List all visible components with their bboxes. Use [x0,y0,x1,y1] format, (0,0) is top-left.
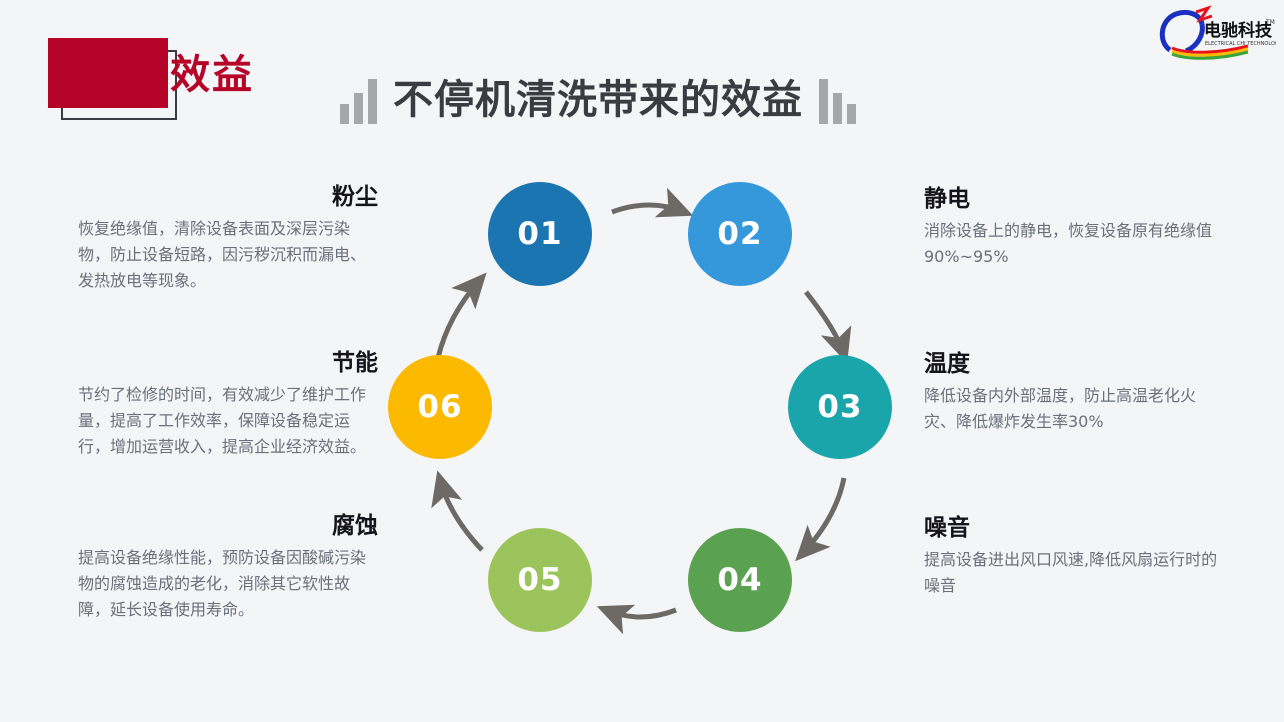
benefit-body-corrosion: 提高设备绝缘性能，预防设备因酸碱污染物的腐蚀造成的老化，消除其它软性故障，延长设… [78,548,367,619]
kicker-red-square [48,38,168,108]
benefit-block-static: 静电 消除设备上的静电，恢复设备原有绝缘值90%~95% [924,184,1224,270]
benefit-heading-dust: 粉尘 [332,184,378,210]
page-title: 不停机清洗带来的效益 [393,77,803,123]
benefit-body-temperature: 降低设备内外部温度，防止高温老化火灾、降低爆炸发生率30% [924,386,1197,431]
cycle-node-04[interactable]: 04 [688,528,792,632]
svg-text:电驰科技: 电驰科技 [1204,20,1273,41]
arrow-02-to-03 [804,290,852,364]
benefit-block-temperature: 温度 降低设备内外部温度，防止高温老化火灾、降低爆炸发生率30% [924,349,1224,435]
arrow-01-to-02 [611,187,694,218]
benefit-heading-temperature: 温度 [924,351,970,377]
logo-icon: 电驰科技 ELECTRICAL CHI TECHNOLOGY TM [1159,5,1283,60]
cycle-node-06-label: 06 [417,389,463,425]
kicker-group: 效益 [48,38,308,124]
cycle-node-05-label: 05 [517,562,563,598]
benefit-heading-corrosion: 腐蚀 [332,513,378,539]
arrow-03-to-04 [795,477,847,562]
cycle-node-01-label: 01 [517,216,563,252]
benefit-heading-energy: 节能 [332,350,378,376]
bar-chart-decoration-left-icon [340,78,377,124]
cycle-node-03[interactable]: 03 [788,355,892,459]
cycle-arrows [431,187,852,635]
arrow-06-to-01 [435,272,487,359]
cycle-node-05[interactable]: 05 [488,528,592,632]
svg-text:ELECTRICAL CHI TECHNOLOGY: ELECTRICAL CHI TECHNOLOGY [1205,41,1276,47]
benefit-body-static: 消除设备上的静电，恢复设备原有绝缘值90%~95% [924,221,1213,266]
cycle-node-02-label: 02 [717,216,763,252]
cycle-node-06[interactable]: 06 [388,355,492,459]
benefit-block-corrosion: 腐蚀 提高设备绝缘性能，预防设备因酸碱污染物的腐蚀造成的老化，消除其它软性故障，… [78,511,378,623]
arrow-05-to-06 [431,470,484,552]
benefit-heading-noise: 噪音 [924,515,970,541]
svg-text:TM: TM [1265,19,1275,26]
page-title-row: 不停机清洗带来的效益 [340,68,856,124]
kicker-label: 效益 [170,52,254,98]
benefit-block-energy: 节能 节约了检修的时间，有效减少了维护工作量，提高了工作效率，保障设备稳定运行，… [78,348,378,460]
benefit-body-noise: 提高设备进出风口风速,降低风扇运行时的噪音 [924,550,1218,595]
cycle-diagram: 01 02 03 04 05 06 [340,150,940,690]
cycle-node-02[interactable]: 02 [688,182,792,286]
benefit-body-energy: 节约了检修的时间，有效减少了维护工作量，提高了工作效率，保障设备稳定运行，增加运… [78,385,367,456]
benefit-body-dust: 恢复绝缘值，清除设备表面及深层污染物，防止设备短路，因污秽沉积而漏电、发热放电等… [78,219,367,290]
benefit-block-noise: 噪音 提高设备进出风口风速,降低风扇运行时的噪音 [924,513,1224,599]
benefit-block-dust: 粉尘 恢复绝缘值，清除设备表面及深层污染物，防止设备短路，因污秽沉积而漏电、发热… [78,182,378,294]
company-logo: 电驰科技 ELECTRICAL CHI TECHNOLOGY TM [1156,4,1283,62]
benefit-heading-static: 静电 [924,186,970,212]
arrow-04-to-05 [596,604,677,635]
cycle-node-04-label: 04 [717,562,763,598]
bar-chart-decoration-right-icon [819,78,856,124]
cycle-node-01[interactable]: 01 [488,182,592,286]
cycle-node-03-label: 03 [817,389,863,425]
